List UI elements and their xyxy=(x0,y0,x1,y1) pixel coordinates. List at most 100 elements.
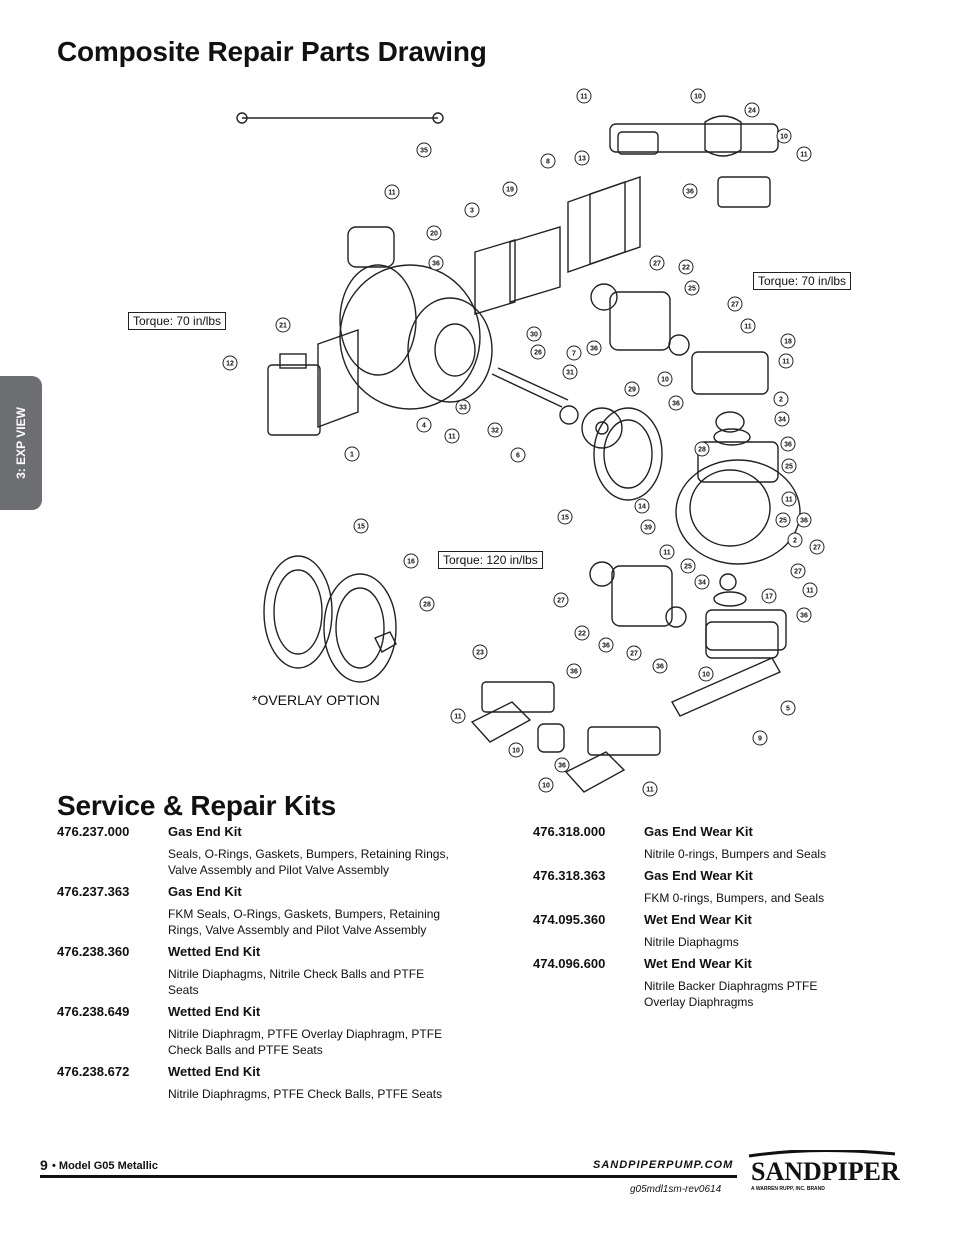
kit-desc-line: Nitrile Diaphagms xyxy=(644,935,739,949)
page-number: 9 xyxy=(40,1157,48,1173)
part-callout-number: 15 xyxy=(561,515,569,522)
part-callout-number: 32 xyxy=(491,428,499,435)
part-callout-number: 9 xyxy=(758,736,762,743)
kit-name: Gas End Wear Kit xyxy=(644,824,753,839)
kit-desc-line: Nitrile 0-rings, Bumpers and Seals xyxy=(644,847,827,861)
part-callout-number: 18 xyxy=(784,339,792,346)
part-callout-number: 36 xyxy=(672,401,680,408)
part-callout-number: 4 xyxy=(422,423,426,430)
kit-desc-line: Overlay Diaphragms xyxy=(644,995,754,1009)
overlay-option-note: *OVERLAY OPTION xyxy=(252,692,380,708)
kit-desc-line: FKM 0-rings, Bumpers, and Seals xyxy=(644,891,825,905)
part-callout-number: 22 xyxy=(578,631,586,638)
kit-number: 476.238.360 xyxy=(57,944,130,959)
part-callout-number: 11 xyxy=(580,94,588,101)
part-callout-number: 1 xyxy=(350,452,354,459)
part-callout-number: 17 xyxy=(765,594,773,601)
part-callout-number: 24 xyxy=(748,108,756,115)
kit-desc-line: FKM Seals, O-Rings, Gaskets, Bumpers, Re… xyxy=(168,907,441,921)
section-side-tab[interactable]: 3: EXP VIEW xyxy=(0,376,42,510)
part-callout-number: 25 xyxy=(785,464,793,471)
part-callout-number: 19 xyxy=(506,187,514,194)
part-callout-number: 25 xyxy=(684,564,692,571)
part-callout-number: 27 xyxy=(731,302,739,309)
part-callout-number: 39 xyxy=(644,525,652,532)
part-callout-number: 10 xyxy=(702,672,710,679)
part-callout-number: 28 xyxy=(423,602,431,609)
part-callout-number: 36 xyxy=(800,613,808,620)
part-callout-number: 27 xyxy=(630,651,638,658)
part-callout-number: 2 xyxy=(793,538,797,545)
part-callout-number: 31 xyxy=(566,370,574,377)
kit-name: Wetted End Kit xyxy=(168,1004,261,1019)
kit-number: 476.237.000 xyxy=(57,824,130,839)
kit-name: Gas End Wear Kit xyxy=(644,868,753,883)
logo-text: SANDPIPER xyxy=(751,1157,900,1186)
part-callout-number: 10 xyxy=(780,134,788,141)
part-callout-number: 11 xyxy=(782,359,790,366)
footer-website-link[interactable]: SANDPIPERPUMP.COM xyxy=(593,1159,734,1171)
kit-name: Gas End Kit xyxy=(168,884,242,899)
part-callout-number: 27 xyxy=(557,598,565,605)
part-callout-number: 36 xyxy=(570,669,578,676)
kit-desc-line: Nitrile Diaphragms, PTFE Check Balls, PT… xyxy=(168,1087,443,1101)
kit-desc-line: Nitrile Diaphagms, Nitrile Check Balls a… xyxy=(168,967,425,997)
kit-number: 476.238.672 xyxy=(57,1064,130,1079)
kit-item: 476.237.363 Gas End Kit FKM Seals, O-Ring… xyxy=(57,884,477,938)
kit-number: 476.237.363 xyxy=(57,884,130,899)
kit-number: 476.318.363 xyxy=(533,868,606,883)
kit-name: Wetted End Kit xyxy=(168,944,261,959)
part-callout-number: 10 xyxy=(694,94,702,101)
part-callout-number: 12 xyxy=(226,361,234,368)
part-callout-number: 28 xyxy=(698,447,706,454)
part-callout-number: 34 xyxy=(778,417,786,424)
part-callout-number: 5 xyxy=(786,706,790,713)
part-callout-number: 16 xyxy=(407,559,415,566)
part-callout-number: 36 xyxy=(432,261,440,268)
part-callout-number: 11 xyxy=(448,434,456,441)
kit-item: 476.238.360 Wetted End Kit Nitrile Diapha… xyxy=(57,944,477,998)
part-callout-number: 36 xyxy=(656,664,664,671)
kit-item: 476.238.672 Wetted End Kit Nitrile Diaphr… xyxy=(57,1064,477,1102)
part-callout-number: 29 xyxy=(628,387,636,394)
part-callout-number: 11 xyxy=(388,190,396,197)
part-callout-number: 6 xyxy=(516,453,520,460)
torque-note-left: Torque: 70 in/lbs xyxy=(128,312,227,330)
part-callout-number: 14 xyxy=(638,504,646,511)
part-callout-number: 23 xyxy=(476,650,484,657)
kit-item: 476.318.363 Gas End Wear Kit FKM 0-rings,… xyxy=(533,868,913,906)
part-callout-number: 22 xyxy=(682,265,690,272)
part-callout-number: 11 xyxy=(806,588,814,595)
part-callout-number: 11 xyxy=(663,550,671,557)
part-callout-number: 8 xyxy=(546,159,550,166)
part-callout-number: 26 xyxy=(534,350,542,357)
part-callout-number: 36 xyxy=(558,763,566,770)
part-callout-number: 11 xyxy=(646,787,654,794)
kit-name: Wetted End Kit xyxy=(168,1064,261,1079)
part-callout-number: 10 xyxy=(512,748,520,755)
kit-desc-line: Valve Assembly and Pilot Valve Assembly xyxy=(168,863,389,877)
kit-desc-line: Nitrile Backer Diaphragms PTFE xyxy=(644,979,818,993)
part-callout-number: 20 xyxy=(430,231,438,238)
part-callout-number: 11 xyxy=(454,714,462,721)
part-callout-number: 7 xyxy=(572,351,576,358)
part-callout-number: 25 xyxy=(779,518,787,525)
part-callout-number: 3 xyxy=(470,208,474,215)
drawing-title: Composite Repair Parts Drawing xyxy=(57,36,487,67)
part-callout-number: 36 xyxy=(602,643,610,650)
kit-desc-line: Nitrile Diaphragm, PTFE Overlay Diaphrag… xyxy=(168,1027,443,1041)
part-callout-number: 11 xyxy=(800,152,808,159)
part-callout-number: 2 xyxy=(779,397,783,404)
part-callout-number: 34 xyxy=(698,580,706,587)
kit-number: 476.238.649 xyxy=(57,1004,130,1019)
part-callout-number: 21 xyxy=(279,323,287,330)
part-callout-number: 15 xyxy=(357,524,365,531)
document-code: g05mdl1sm-rev0614 xyxy=(630,1184,722,1195)
kit-number: 474.096.600 xyxy=(533,956,606,971)
